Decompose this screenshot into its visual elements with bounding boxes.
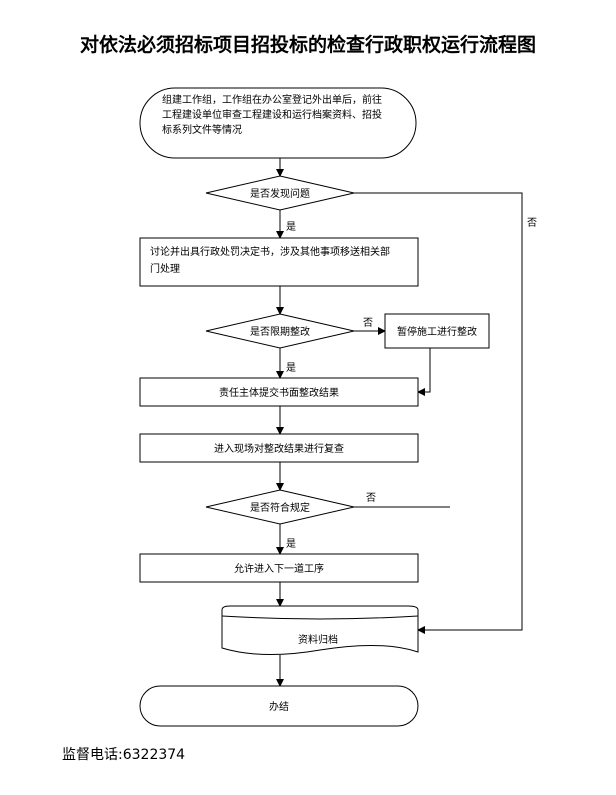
- label-no-2: 否: [363, 317, 373, 329]
- label-yes-1: 是: [286, 221, 296, 233]
- start-text-line3: 标系列文件等情况: [162, 123, 242, 136]
- step-submit-text: 责任主体提交书面整改结果: [219, 386, 339, 399]
- edge-side-step2: [417, 348, 431, 396]
- label-no-3: 否: [366, 492, 376, 504]
- side-suspend-construction: 暂停施工进行整改: [384, 313, 490, 349]
- end-text: 办结: [269, 700, 289, 713]
- decision-deadline-text: 是否限期整改: [250, 325, 310, 338]
- step-site-review: 进入现场对整改结果进行复查: [139, 433, 419, 463]
- step-next-process: 允许进入下一道工序: [139, 553, 419, 583]
- start-text-line1: 组建工作组，工作组在办公室登记外出单后，前往: [162, 93, 382, 106]
- label-no-1: 否: [527, 217, 537, 229]
- supervision-phone: 监督电话:6322374: [62, 747, 186, 763]
- archive-text: 资料归档: [298, 633, 338, 646]
- archive-document: 资料归档: [221, 605, 419, 655]
- end-node: 办结: [139, 685, 419, 727]
- decision-found-problem: 是否发现问题: [205, 175, 355, 211]
- step-next-process-text: 允许进入下一道工序: [234, 562, 324, 575]
- decision-compliance: 是否符合规定: [205, 489, 355, 525]
- step-site-review-text: 进入现场对整改结果进行复查: [214, 442, 344, 455]
- step-penalty-line1: 讨论并出具行政处罚决定书，涉及其他事项移送相关部: [150, 245, 390, 258]
- label-yes-2: 是: [286, 362, 296, 374]
- edge-d1-no: [354, 192, 523, 634]
- decision-compliance-text: 是否符合规定: [250, 501, 310, 514]
- start-node: 组建工作组，工作组在办公室登记外出单后，前往 工程建设单位审查工程建设和运行档案…: [139, 87, 417, 159]
- step-penalty-decision: 讨论并出具行政处罚决定书，涉及其他事项移送相关部 门处理: [139, 237, 419, 287]
- label-yes-3: 是: [286, 538, 296, 550]
- step-submit-results: 责任主体提交书面整改结果: [139, 377, 419, 407]
- page-title: 对依法必须招标项目招投标的检查行政职权运行流程图: [79, 34, 536, 56]
- decision-found-problem-text: 是否发现问题: [250, 187, 310, 200]
- side-suspend-text: 暂停施工进行整改: [397, 325, 477, 338]
- decision-deadline-rectify: 是否限期整改: [205, 313, 355, 349]
- start-text-line2: 工程建设单位审查工程建设和运行档案资料、招投: [162, 108, 382, 121]
- step-penalty-line2: 门处理: [150, 262, 180, 275]
